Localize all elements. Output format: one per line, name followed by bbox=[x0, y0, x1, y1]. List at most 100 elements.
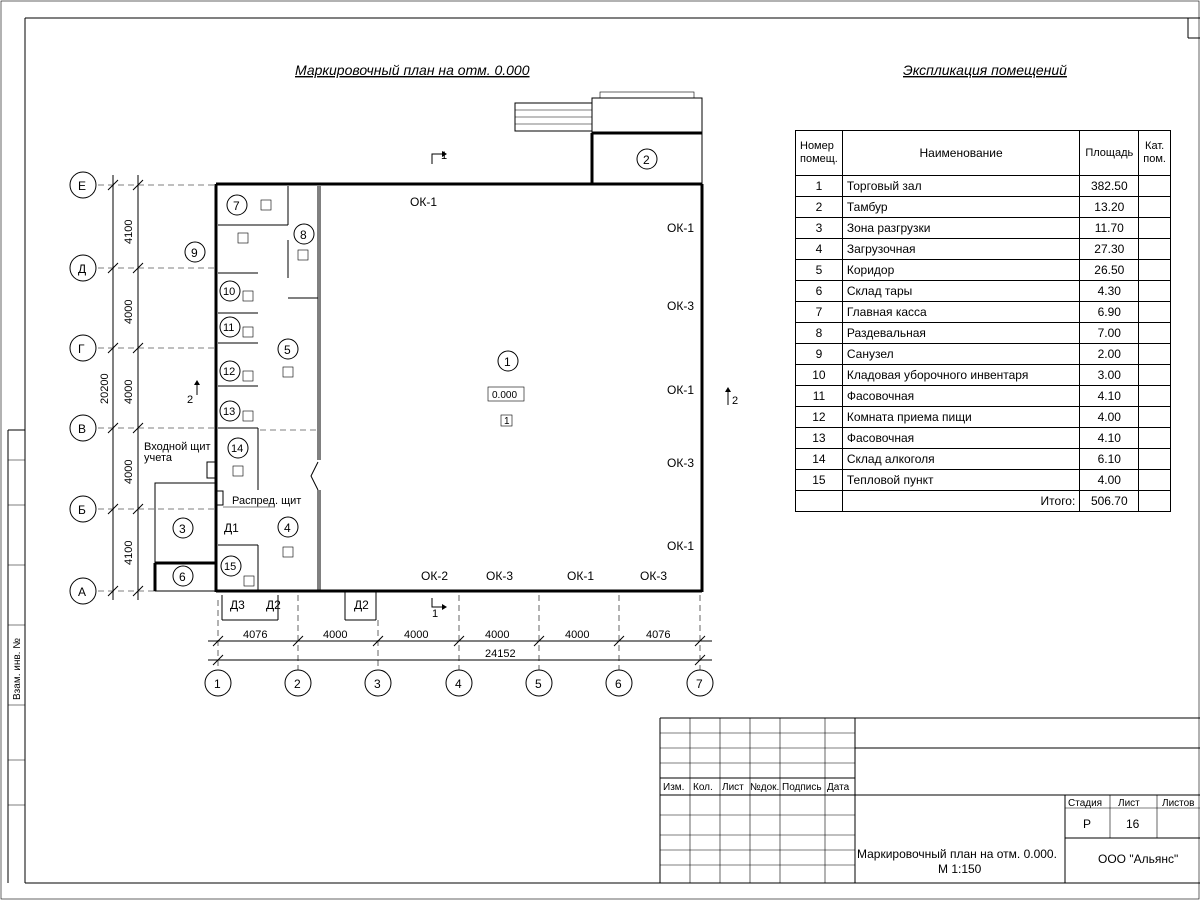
room-num: 9 bbox=[795, 343, 843, 365]
dim-h-5: 4000 bbox=[565, 629, 589, 641]
room-name: Кладовая уборочного инвентаря bbox=[841, 364, 1081, 386]
room-1-cat: 1 bbox=[504, 416, 510, 427]
win-r1: ОК-1 bbox=[667, 221, 694, 235]
room-num: 7 bbox=[795, 301, 843, 323]
door-d1: Д1 bbox=[224, 521, 239, 535]
door-d2b: Д2 bbox=[354, 598, 369, 612]
tb-kol: Кол. bbox=[693, 782, 713, 793]
explication-table: Номер помещ. Наименование Площадь Кат. п… bbox=[795, 130, 1171, 512]
table-total-row: Итого:506.70 bbox=[795, 490, 1171, 512]
expl-head-area: Площадь bbox=[1079, 130, 1140, 176]
room-cat bbox=[1138, 364, 1171, 386]
room-area: 4.10 bbox=[1079, 427, 1140, 449]
room-cat bbox=[1138, 217, 1171, 239]
axis-e: Е bbox=[78, 179, 86, 193]
room-num: 14 bbox=[795, 448, 843, 470]
total-area: 506.70 bbox=[1079, 490, 1140, 512]
total-cat bbox=[1138, 490, 1171, 512]
section-mark-left: 2 bbox=[187, 394, 193, 406]
room-area: 11.70 bbox=[1079, 217, 1140, 239]
room-name: Тепловой пункт bbox=[841, 469, 1081, 491]
room-area: 4.30 bbox=[1079, 280, 1140, 302]
room-cat bbox=[1138, 406, 1171, 428]
room-area: 7.00 bbox=[1079, 322, 1140, 344]
dim-h-4: 4000 bbox=[485, 629, 509, 641]
section-mark-right: 2 bbox=[732, 395, 738, 407]
window-labels: ОК-1 ОК-1 ОК-3 ОК-1 ОК-3 ОК-1 ОК-2 ОК-3 … bbox=[224, 195, 694, 612]
room-area: 4.00 bbox=[1079, 469, 1140, 491]
dim-h-total: 24152 bbox=[485, 648, 516, 660]
room-num: 10 bbox=[795, 364, 843, 386]
expl-head-name: Наименование bbox=[841, 130, 1081, 176]
win-b2: ОК-3 bbox=[486, 569, 513, 583]
axis-5: 5 bbox=[535, 677, 542, 691]
room-7-num: 7 bbox=[233, 199, 240, 213]
win-r3: ОК-1 bbox=[667, 383, 694, 397]
room-2-num: 2 bbox=[643, 153, 650, 167]
shield-in-label-1: Входной щит bbox=[144, 441, 211, 453]
side-stamp-text: Взам. инв. № bbox=[12, 638, 23, 700]
room-9-num: 9 bbox=[191, 246, 198, 260]
room-cat bbox=[1138, 427, 1171, 449]
section-mark-top: 1 bbox=[441, 150, 447, 162]
axis-b: Б bbox=[78, 503, 86, 517]
room-num: 5 bbox=[795, 259, 843, 281]
room-cat bbox=[1138, 322, 1171, 344]
room-area: 27.30 bbox=[1079, 238, 1140, 260]
tb-ndok: №док. bbox=[750, 782, 779, 793]
room-4-num: 4 bbox=[284, 521, 291, 535]
room-name: Фасовочная bbox=[841, 385, 1081, 407]
dim-v-4: 4000 bbox=[123, 460, 135, 484]
win-r4: ОК-3 bbox=[667, 456, 694, 470]
axis-a: А bbox=[78, 585, 86, 599]
room-area: 3.00 bbox=[1079, 364, 1140, 386]
axis-4: 4 bbox=[455, 677, 462, 691]
tb-izm: Изм. bbox=[663, 782, 684, 793]
dim-v-2: 4000 bbox=[123, 300, 135, 324]
room-name: Склад тары bbox=[841, 280, 1081, 302]
section-mark-bottom: 1 bbox=[432, 608, 438, 620]
win-b4: ОК-3 bbox=[640, 569, 667, 583]
expl-head-cat: Кат. пом. bbox=[1138, 130, 1171, 176]
room-num: 12 bbox=[795, 406, 843, 428]
tb-list: Лист bbox=[722, 782, 744, 793]
room-cat bbox=[1138, 385, 1171, 407]
room-num: 6 bbox=[795, 280, 843, 302]
axis-d: Д bbox=[78, 262, 86, 276]
room-cat bbox=[1138, 280, 1171, 302]
number-axes: 4076 4000 4000 4000 4000 4076 24152 1 2 … bbox=[204, 595, 714, 697]
elevation-mark: 0.000 bbox=[492, 390, 517, 401]
room-11-num: 11 bbox=[223, 322, 234, 334]
win-r2: ОК-3 bbox=[667, 299, 694, 313]
room-cat bbox=[1138, 301, 1171, 323]
room-name: Комната приема пищи bbox=[841, 406, 1081, 428]
tb-sheet: 16 bbox=[1126, 817, 1140, 831]
expl-head-num: Номер помещ. bbox=[795, 130, 843, 176]
room-area: 2.00 bbox=[1079, 343, 1140, 365]
room-cat bbox=[1138, 196, 1171, 218]
room-num: 1 bbox=[795, 175, 843, 197]
room-name: Коридор bbox=[841, 259, 1081, 281]
tb-sheets-h: Листов bbox=[1162, 798, 1195, 809]
room-14-num: 14 bbox=[231, 443, 243, 455]
plan-title: Маркировочный план на отм. 0.000 bbox=[295, 62, 530, 78]
win-b3: ОК-1 bbox=[567, 569, 594, 583]
room-area: 6.90 bbox=[1079, 301, 1140, 323]
room-name: Склад алкоголя bbox=[841, 448, 1081, 470]
room-area: 4.00 bbox=[1079, 406, 1140, 428]
room-name: Главная касса bbox=[841, 301, 1081, 323]
tb-stage: Р bbox=[1083, 817, 1091, 831]
room-area: 382.50 bbox=[1079, 175, 1140, 197]
tb-podpis: Подпись bbox=[782, 782, 822, 793]
building-walls bbox=[153, 91, 704, 621]
room-name: Торговый зал bbox=[841, 175, 1081, 197]
